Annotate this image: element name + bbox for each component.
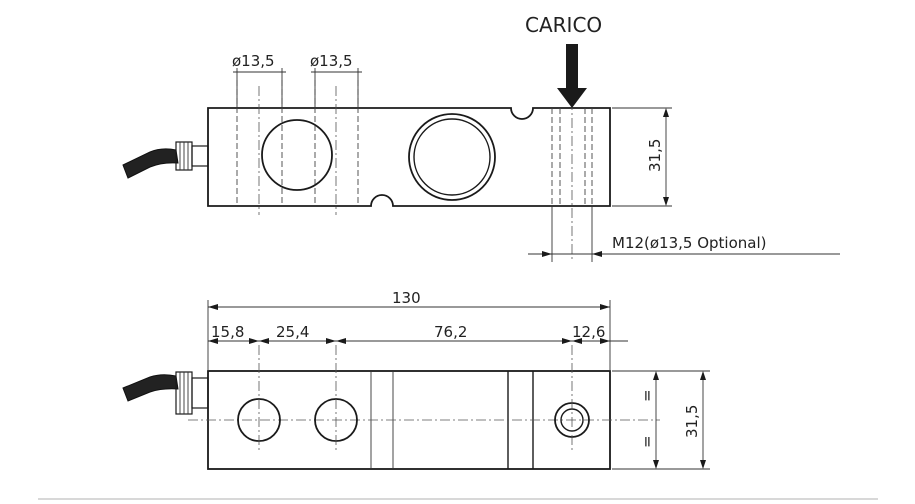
load-arrow [557,44,587,108]
gland-nut-top [191,145,209,167]
dim-a-label: 15,8 [211,323,244,341]
thread-label: M12(ø13,5 Optional) [612,234,767,252]
pocket-main-inner [413,118,491,196]
cable-bottom [122,374,179,402]
body-outline-top [207,107,611,207]
pocket-left-top [261,119,333,191]
hole-diameter-label-1: ø13,5 [232,52,275,70]
hole-diameter-label-2: ø13,5 [310,52,353,70]
top-view [122,44,840,262]
load-label: CARICO [525,13,602,37]
bottom-view [122,300,710,470]
dim-c-label: 76,2 [434,323,467,341]
equal-label-1: = [638,389,656,402]
dim-d-label: 12,6 [572,323,605,341]
height-label-bottom: 31,5 [683,405,701,438]
height-label-top: 31,5 [646,139,664,172]
total-length-label: 130 [392,289,421,307]
pocket-main-outer [408,113,496,201]
gland-nut-bottom [191,377,209,409]
dim-b-label: 25,4 [276,323,309,341]
cable-top [122,148,179,179]
equal-label-2: = [638,435,656,448]
